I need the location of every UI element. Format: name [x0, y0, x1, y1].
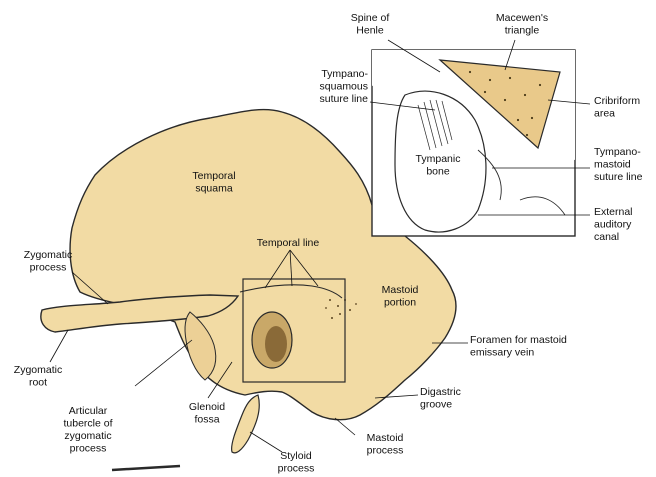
- label-temporal-squama-line: Temporal: [192, 170, 235, 182]
- label-external-auditory-canal-line: auditory: [594, 219, 632, 231]
- label-spine-of-henle-line: Spine of: [351, 12, 390, 24]
- label-mastoid-portion-line: portion: [384, 297, 416, 309]
- label-tympanosquamous-line: suture line: [320, 93, 369, 105]
- label-styloid-process-line: Styloid: [280, 450, 312, 462]
- label-mastoid-process-line: process: [367, 445, 404, 457]
- label-tympanomastoid-line: Tympano-: [594, 146, 641, 158]
- label-articular-tubercle-line: zygomatic: [64, 430, 111, 442]
- inset-detail: [372, 50, 575, 236]
- label-zygomatic-root-line: root: [29, 377, 47, 389]
- label-external-auditory-canal-line: External: [594, 206, 633, 218]
- label-spine-of-henle-line: Henle: [356, 25, 384, 37]
- label-tympanomastoid-line: suture line: [594, 171, 643, 183]
- label-mastoid-process-line: Mastoid: [367, 432, 404, 444]
- label-articular-tubercle-line: Articular: [69, 405, 108, 417]
- label-temporal-line: Temporal line: [257, 237, 320, 249]
- label-digastric-groove-line: groove: [420, 399, 452, 411]
- label-zygomatic-process-line: process: [30, 262, 67, 274]
- label-zygomatic-process-line: Zygomatic: [24, 249, 72, 261]
- label-glenoid-fossa-line: fossa: [194, 414, 219, 426]
- label-foramen-mastoid-line: emissary vein: [470, 347, 534, 359]
- label-cribriform-area-line: area: [594, 108, 615, 120]
- label-cribriform-area-line: Cribriform: [594, 95, 640, 107]
- label-glenoid-fossa-line: Glenoid: [189, 401, 225, 413]
- meatus-inner-shadow: [265, 326, 287, 362]
- label-tympanomastoid-line: mastoid: [594, 159, 631, 171]
- label-tympanosquamous-line: Tympano-: [321, 68, 368, 80]
- label-tympanic-bone-line: bone: [426, 166, 450, 178]
- label-external-auditory-canal-line: canal: [594, 231, 619, 243]
- leader-zygomatic-root: [50, 330, 68, 362]
- label-macewens-triangle-line: triangle: [505, 25, 540, 37]
- leader-articular-tubercle: [135, 340, 192, 386]
- label-tympanosquamous-line: squamous: [320, 81, 368, 93]
- label-digastric-groove-line: Digastric: [420, 386, 461, 398]
- label-temporal-squama-line: squama: [195, 183, 233, 195]
- scan-edge-mark: [112, 466, 180, 470]
- label-zygomatic-root-line: Zygomatic: [14, 364, 62, 376]
- label-foramen-mastoid-line: Foramen for mastoid: [470, 334, 567, 346]
- leader-mastoid-process: [335, 418, 355, 435]
- label-mastoid-portion-line: Mastoid: [382, 284, 419, 296]
- label-articular-tubercle-line: tubercle of: [63, 418, 112, 430]
- label-articular-tubercle-line: process: [70, 443, 107, 455]
- leader-styloid-process: [250, 432, 282, 452]
- label-tympanic-bone-line: Tympanic: [416, 153, 461, 165]
- label-styloid-process-line: process: [278, 463, 315, 475]
- label-macewens-triangle-line: Macewen's: [496, 12, 548, 24]
- styloid-process-shape: [232, 395, 260, 453]
- label-temporal-line-line: Temporal line: [257, 237, 320, 249]
